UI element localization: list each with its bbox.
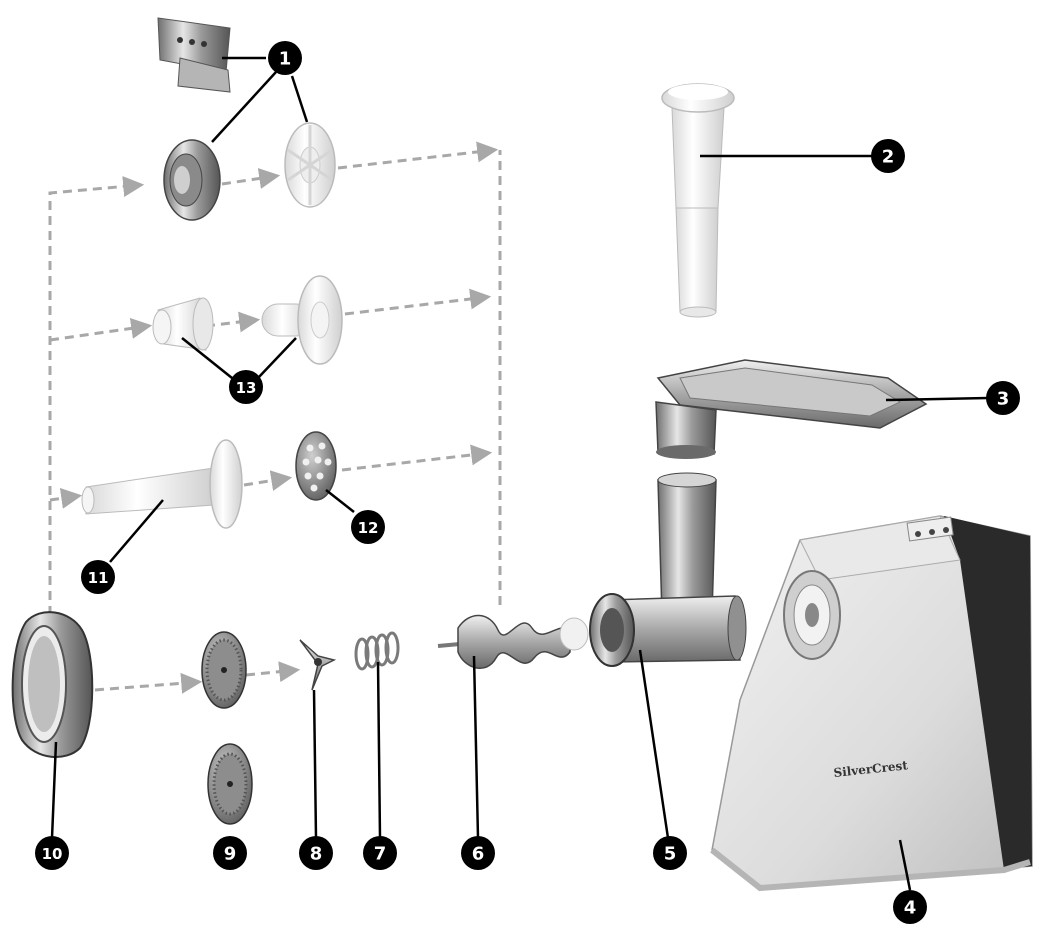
part-medium-cutting-disc bbox=[201, 631, 247, 709]
callout-badge-12: 12 bbox=[351, 510, 385, 544]
callout-label-13: 13 bbox=[236, 379, 257, 397]
callout-label-2: 2 bbox=[882, 147, 895, 168]
part-kubbe-disc bbox=[284, 122, 336, 208]
callout-leader-lines bbox=[50, 56, 989, 891]
callout-badge-5: 5 bbox=[653, 836, 687, 870]
part-fine-cutting-disc bbox=[207, 743, 253, 825]
part-motor-unit: SilverCrest bbox=[710, 515, 1033, 892]
callout-badge-7: 7 bbox=[363, 836, 397, 870]
callout-badge-13: 13 bbox=[229, 370, 263, 404]
assembly-guide-lines bbox=[48, 141, 502, 694]
part-filling-tray bbox=[655, 359, 928, 459]
part-spring bbox=[354, 631, 400, 671]
callout-label-5: 5 bbox=[664, 844, 677, 865]
callout-label-6: 6 bbox=[472, 844, 485, 865]
part-sausage-nozzle-small bbox=[152, 297, 214, 351]
callout-label-11: 11 bbox=[88, 569, 109, 587]
callout-badge-9: 9 bbox=[213, 836, 247, 870]
callout-badge-3: 3 bbox=[986, 381, 1020, 415]
callout-badge-11: 11 bbox=[81, 560, 115, 594]
callout-badge-8: 8 bbox=[299, 836, 333, 870]
callout-badge-6: 6 bbox=[461, 836, 495, 870]
callout-label-12: 12 bbox=[358, 519, 379, 537]
part-coarse-cutting-disc bbox=[295, 431, 337, 501]
callout-badge-4: 4 bbox=[893, 890, 927, 924]
callout-label-3: 3 bbox=[997, 389, 1010, 410]
part-worm-shaft bbox=[437, 614, 589, 669]
callout-label-10: 10 bbox=[42, 845, 63, 863]
part-cutting-blade bbox=[299, 639, 337, 691]
callout-badge-1: 1 bbox=[268, 41, 302, 75]
part-grinder-housing bbox=[589, 472, 747, 667]
callout-badge-10: 10 bbox=[35, 836, 69, 870]
callout-label-7: 7 bbox=[374, 844, 387, 865]
callout-label-4: 4 bbox=[904, 898, 917, 919]
part-food-pusher bbox=[661, 83, 735, 318]
part-kubbe-bracket bbox=[157, 17, 231, 93]
part-sausage-nozzle-plate bbox=[261, 275, 343, 365]
part-sausage-funnel bbox=[81, 439, 243, 529]
callout-badge-2: 2 bbox=[871, 139, 905, 173]
callout-label-1: 1 bbox=[279, 49, 292, 70]
callout-label-8: 8 bbox=[310, 844, 323, 865]
part-threaded-ring bbox=[11, 611, 94, 759]
callout-label-9: 9 bbox=[224, 844, 237, 865]
part-kubbe-cone bbox=[163, 139, 221, 221]
